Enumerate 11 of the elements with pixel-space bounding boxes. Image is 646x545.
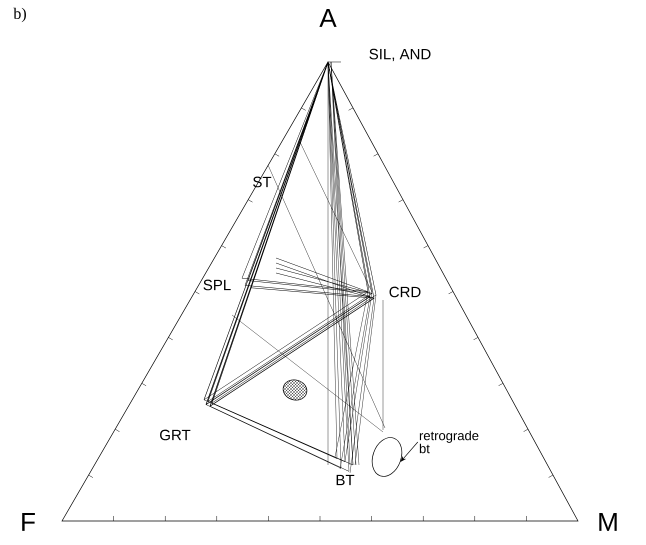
field-outline — [372, 437, 402, 477]
phase-label: GRT — [160, 430, 190, 440]
phase-label: SIL, AND — [369, 48, 431, 62]
apex-label: F — [22, 513, 35, 531]
phase-label: BT — [336, 474, 354, 486]
apex-label: M — [599, 513, 617, 531]
panel-label: b) — [13, 8, 26, 22]
phase-label: CRD — [390, 286, 421, 298]
apex-label: A — [319, 9, 337, 27]
phase-label: SPL — [204, 280, 231, 290]
annotation-text: retrograde bt — [420, 430, 478, 454]
